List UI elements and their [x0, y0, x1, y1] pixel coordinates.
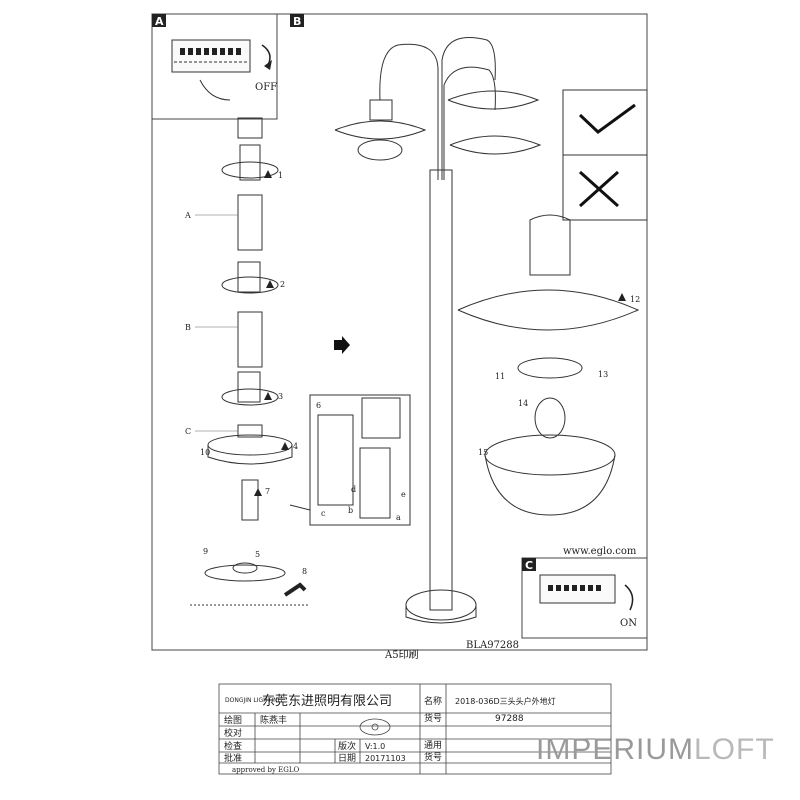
title-block: [218, 683, 612, 775]
watermark: IMPERIUMLOFT: [536, 733, 775, 767]
drawing-value: 陈燕丰: [260, 714, 287, 726]
part-labels: A B C: [184, 211, 238, 436]
switch-on-label: ON: [620, 618, 637, 629]
step-15: 15: [478, 448, 488, 457]
step-9: 9: [203, 547, 208, 556]
step-11: 11: [495, 372, 505, 381]
version-value: V:1.0: [365, 742, 385, 751]
step-13: 13: [598, 370, 608, 379]
next-step-arrow-icon: [334, 336, 350, 354]
part-c-label: C: [185, 427, 191, 436]
approved-by: approved by EGLO: [232, 766, 300, 774]
date-value: 20171103: [365, 754, 406, 763]
check1-label: 校对: [224, 727, 242, 739]
name-label: 名称: [424, 695, 442, 707]
approve-label: 批准: [224, 752, 242, 764]
drawing-label: 绘图: [224, 714, 242, 726]
wiring-check-panels: [562, 89, 648, 221]
wiring-box: [289, 394, 411, 526]
panel-c-label: C: [525, 559, 533, 572]
date-label: 日期: [338, 753, 356, 764]
step-5: 5: [255, 550, 260, 559]
step-6: 6: [316, 401, 321, 410]
assembled-lamp: [334, 37, 542, 624]
company-name: 东莞东进照明有限公司: [262, 694, 392, 709]
doc-code: BLA97288: [466, 640, 519, 651]
step-numbers: 1 2 3 4 5 6 7 8 9 10 11 12 13 14 15: [200, 171, 640, 576]
panel-b-label: B: [293, 15, 301, 28]
watermark-part1: IMPERIUM: [536, 733, 694, 766]
wiring-letter-e: e: [401, 490, 406, 499]
exploded-pole: [207, 117, 293, 521]
logo-text: DONGJIN LIGHTING: [225, 697, 283, 704]
check2-label: 检查: [224, 740, 242, 752]
step-2: 2: [280, 280, 285, 289]
outer-frame: [151, 13, 648, 651]
shade-detail: [457, 214, 640, 516]
item-no-label: 货号: [424, 712, 442, 724]
base-assembly: [190, 562, 310, 606]
step-14: 14: [518, 399, 528, 408]
wiring-letter-b: b: [348, 506, 353, 515]
step-12: 12: [630, 295, 640, 304]
common-label: 通用: [424, 740, 442, 751]
watermark-part2: LOFT: [694, 733, 775, 766]
common-label2: 货号: [424, 751, 442, 763]
step-3: 3: [278, 392, 283, 401]
item-no-value: 97288: [495, 714, 524, 724]
panel-a: A OFF: [151, 13, 278, 120]
panel-a-label: A: [155, 15, 164, 28]
part-b-label: B: [185, 323, 191, 332]
title-block-text: DONGJIN LIGHTING 东莞东进照明有限公司 名称 2018-036D…: [224, 694, 556, 774]
wiring-letter-a: a: [396, 513, 401, 522]
wiring-letter-d: d: [351, 485, 356, 494]
step-4: 4: [293, 442, 298, 451]
step-10: 10: [200, 448, 210, 457]
switch-off-label: OFF: [255, 82, 277, 93]
name-value: 2018-036D三头头户外地灯: [455, 696, 556, 706]
step-1: 1: [278, 171, 283, 180]
panel-c: C ON: [521, 557, 648, 639]
print-size: A5印刷: [384, 649, 419, 661]
step-7: 7: [265, 487, 270, 496]
part-a-label: A: [184, 211, 191, 220]
website: www.eglo.com: [563, 546, 637, 557]
version-label: 版次: [338, 740, 356, 752]
wiring-letters: c d b e a: [321, 485, 406, 522]
wiring-letter-c: c: [321, 509, 326, 518]
step-8: 8: [302, 567, 307, 576]
